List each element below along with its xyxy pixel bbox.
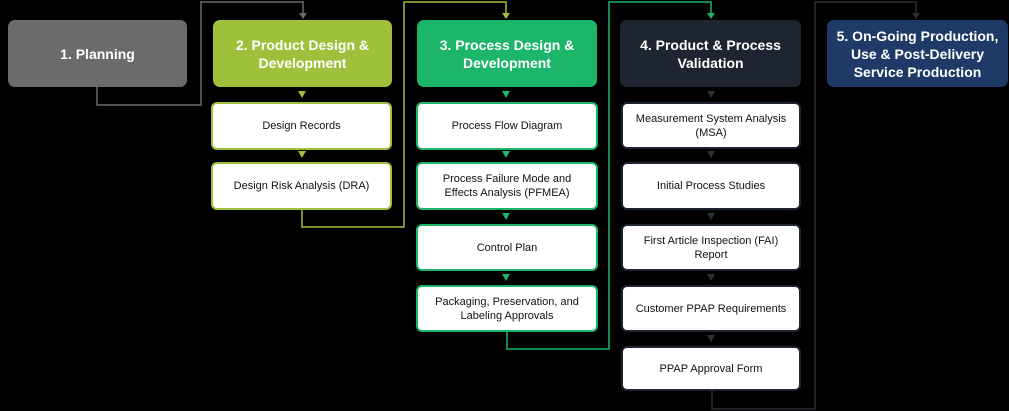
arrow-product-design-1 (298, 91, 306, 98)
connector-validation-to-production (711, 1, 917, 410)
arrow-process-design-4 (502, 274, 510, 281)
step-initial-process-studies: Initial Process Studies (621, 162, 801, 210)
phase-ongoing-production: 5. On-Going Production, Use & Post-Deliv… (827, 20, 1008, 87)
phase-planning: 1. Planning (8, 20, 187, 87)
arrow-validation-5 (707, 335, 715, 342)
connector-process-design-to-validation (506, 1, 712, 350)
phase-process-design: 3. Process Design & Development (417, 20, 597, 87)
step-control-plan: Control Plan (416, 224, 598, 271)
arrow-process-design-1 (502, 91, 510, 98)
arrow-into-production (912, 13, 920, 19)
arrow-product-design-2 (298, 151, 306, 158)
arrow-process-design-3 (502, 213, 510, 220)
connector-product-to-process-design (301, 1, 507, 228)
phase-product-design: 2. Product Design & Development (213, 20, 392, 87)
arrow-into-validation (707, 13, 715, 19)
step-design-records: Design Records (211, 102, 392, 150)
arrow-validation-3 (707, 213, 715, 220)
arrow-into-product-design (299, 13, 307, 19)
phase-validation: 4. Product & Process Validation (620, 20, 801, 87)
arrow-validation-1 (707, 91, 715, 98)
arrow-process-design-2 (502, 151, 510, 158)
step-design-risk-analysis: Design Risk Analysis (DRA) (211, 162, 392, 210)
arrow-validation-2 (707, 151, 715, 158)
step-packaging-approvals: Packaging, Preservation, and Labeling Ap… (416, 285, 598, 332)
step-customer-ppap-requirements: Customer PPAP Requirements (621, 285, 801, 332)
arrow-into-process-design (502, 13, 510, 19)
step-ppap-approval-form: PPAP Approval Form (621, 346, 801, 391)
step-fai-report: First Article Inspection (FAI) Report (621, 224, 801, 271)
arrow-validation-4 (707, 274, 715, 281)
step-msa: Measurement System Analysis (MSA) (621, 102, 801, 149)
step-process-flow-diagram: Process Flow Diagram (416, 102, 598, 150)
connector-planning-to-product-design (96, 1, 304, 106)
step-pfmea: Process Failure Mode and Effects Analysi… (416, 162, 598, 210)
